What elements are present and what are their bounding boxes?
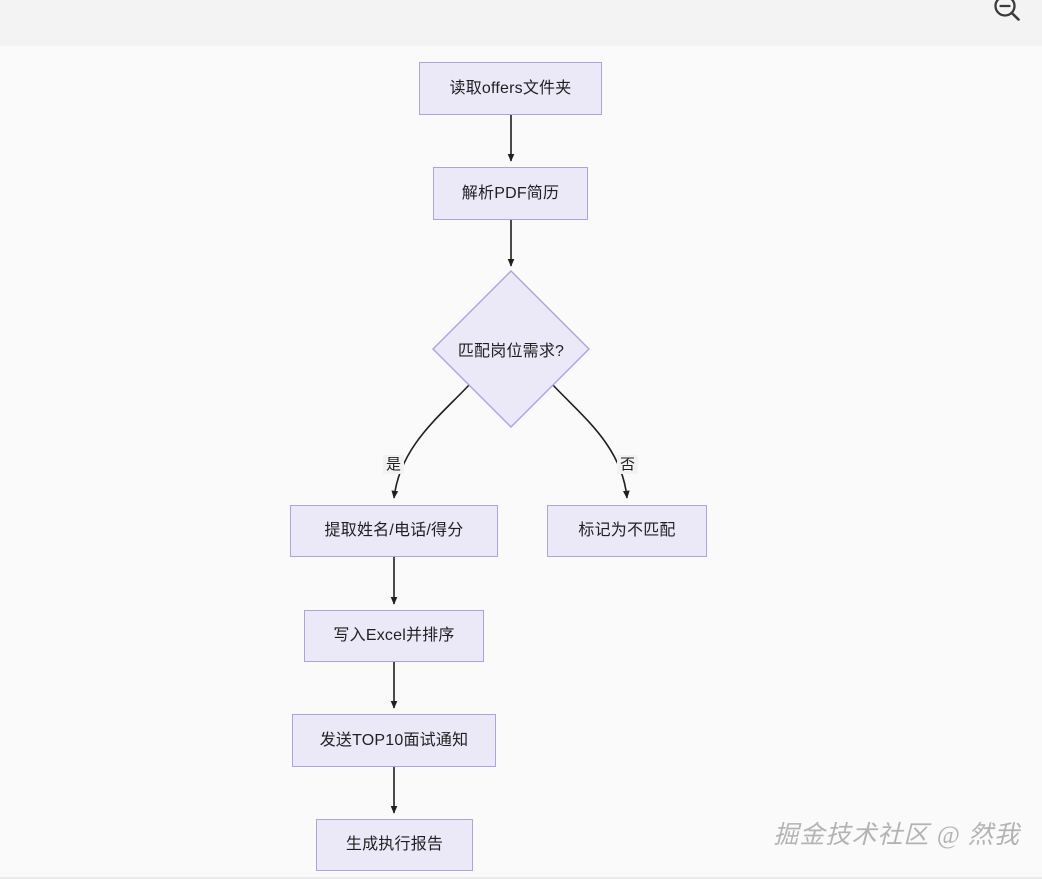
flowchart-canvas: 读取offers文件夹 解析PDF简历 匹配岗位需求? 是 否 提取姓名/电话/… (0, 46, 1042, 877)
flow-node-label: 解析PDF简历 (461, 184, 560, 202)
edge-label-no: 否 (617, 455, 639, 474)
flow-node-label: 生成执行报告 (345, 836, 444, 854)
flow-node-generate-execution-report[interactable]: 生成执行报告 (316, 819, 473, 871)
flow-node-match-job-requirements[interactable]: 匹配岗位需求? (432, 270, 590, 428)
flow-node-mark-as-unmatched[interactable]: 标记为不匹配 (547, 505, 707, 557)
flow-node-label: 标记为不匹配 (578, 522, 676, 540)
watermark: 掘金技术社区 @ 然我 (773, 822, 1020, 849)
flow-node-label: 读取offers文件夹 (449, 79, 572, 97)
toolbar (0, 0, 1042, 47)
flow-node-read-offers-folder[interactable]: 读取offers文件夹 (419, 62, 602, 115)
edge-label-yes: 是 (383, 455, 405, 474)
flow-node-send-top10-interview-notice[interactable]: 发送TOP10面试通知 (292, 714, 496, 767)
flow-node-write-excel-and-sort[interactable]: 写入Excel并排序 (304, 610, 484, 662)
diamond-shape (432, 270, 590, 428)
zoom-out-icon[interactable] (986, 0, 1028, 30)
flow-node-label: 提取姓名/电话/得分 (324, 522, 464, 540)
flow-node-label: 发送TOP10面试通知 (319, 731, 469, 749)
flow-node-label: 匹配岗位需求? (457, 343, 565, 360)
flow-node-parse-pdf-resume[interactable]: 解析PDF简历 (433, 167, 588, 220)
flow-node-label: 写入Excel并排序 (333, 627, 455, 645)
flow-node-extract-name-phone-score[interactable]: 提取姓名/电话/得分 (290, 505, 498, 557)
